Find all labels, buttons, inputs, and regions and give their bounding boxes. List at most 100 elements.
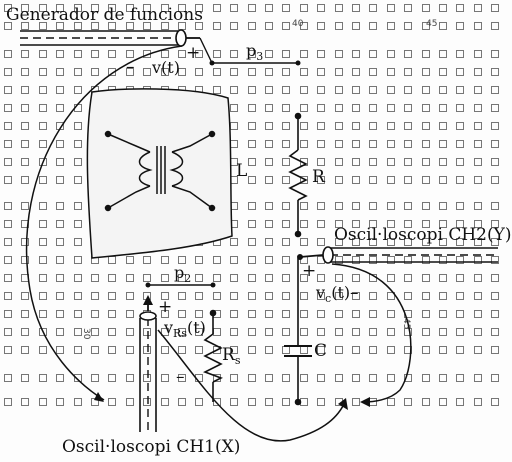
board-number-45-bottom: 45 xyxy=(401,318,411,329)
breadboard-hole xyxy=(248,220,256,228)
breadboard-hole xyxy=(474,158,482,166)
breadboard-hole xyxy=(352,86,360,94)
breadboard-hole xyxy=(108,346,116,354)
breadboard-hole xyxy=(21,310,29,318)
breadboard-hole xyxy=(265,104,273,112)
breadboard-hole xyxy=(265,176,273,184)
breadboard-hole xyxy=(456,346,464,354)
breadboard-hole xyxy=(248,328,256,336)
breadboard-hole xyxy=(369,86,377,94)
breadboard-hole xyxy=(387,374,395,382)
breadboard-hole xyxy=(491,158,499,166)
breadboard-hole xyxy=(456,86,464,94)
breadboard-hole xyxy=(126,310,134,318)
breadboard-hole xyxy=(39,140,47,148)
breadboard-hole xyxy=(282,158,290,166)
breadboard-hole xyxy=(74,86,82,94)
breadboard-hole xyxy=(352,256,360,264)
breadboard-hole xyxy=(213,68,221,76)
breadboard-hole xyxy=(248,50,256,58)
breadboard-hole xyxy=(143,22,151,30)
p2-label: p2 xyxy=(174,263,191,285)
breadboard-hole xyxy=(248,140,256,148)
breadboard-hole xyxy=(422,256,430,264)
breadboard-hole xyxy=(456,220,464,228)
jumper-p3 xyxy=(199,37,301,66)
breadboard-hole xyxy=(317,328,325,336)
breadboard-hole xyxy=(213,4,221,12)
breadboard-hole xyxy=(422,104,430,112)
breadboard-hole xyxy=(456,398,464,406)
breadboard-hole xyxy=(456,374,464,382)
breadboard-hole xyxy=(352,220,360,228)
breadboard-hole xyxy=(91,328,99,336)
breadboard-hole xyxy=(178,398,186,406)
breadboard-hole xyxy=(265,374,273,382)
breadboard-hole xyxy=(439,202,447,210)
breadboard-hole xyxy=(491,176,499,184)
breadboard-hole xyxy=(4,140,12,148)
breadboard-hole xyxy=(74,220,82,228)
breadboard-hole xyxy=(300,238,308,246)
breadboard-hole xyxy=(300,122,308,130)
breadboard-hole xyxy=(387,176,395,184)
breadboard-hole xyxy=(39,398,47,406)
breadboard-hole xyxy=(161,4,169,12)
breadboard-hole xyxy=(300,374,308,382)
plus-generator: + xyxy=(186,43,200,63)
breadboard-hole xyxy=(352,4,360,12)
breadboard-hole xyxy=(56,328,64,336)
breadboard-hole xyxy=(91,50,99,58)
breadboard-hole xyxy=(387,202,395,210)
breadboard-hole xyxy=(230,4,238,12)
breadboard-hole xyxy=(282,4,290,12)
breadboard-hole xyxy=(56,398,64,406)
breadboard-hole xyxy=(317,238,325,246)
breadboard-hole xyxy=(265,346,273,354)
breadboard-hole xyxy=(21,4,29,12)
breadboard-hole xyxy=(474,22,482,30)
breadboard-hole xyxy=(404,292,412,300)
breadboard-hole xyxy=(439,374,447,382)
breadboard-hole xyxy=(56,220,64,228)
resistor-R xyxy=(288,112,308,238)
breadboard-hole xyxy=(317,140,325,148)
breadboard-hole xyxy=(56,202,64,210)
breadboard-hole xyxy=(474,140,482,148)
breadboard-hole xyxy=(317,398,325,406)
arrow-head-icon xyxy=(338,398,348,410)
breadboard-hole xyxy=(248,22,256,30)
breadboard-hole xyxy=(317,310,325,318)
breadboard-hole xyxy=(56,68,64,76)
breadboard-hole xyxy=(439,22,447,30)
breadboard-hole xyxy=(335,104,343,112)
breadboard-hole xyxy=(230,310,238,318)
breadboard-hole xyxy=(230,22,238,30)
breadboard-hole xyxy=(4,68,12,76)
breadboard-hole xyxy=(4,86,12,94)
breadboard-hole xyxy=(143,346,151,354)
breadboard-hole xyxy=(265,4,273,12)
breadboard-hole xyxy=(161,310,169,318)
breadboard-hole xyxy=(108,310,116,318)
breadboard-hole xyxy=(265,140,273,148)
breadboard-hole xyxy=(404,176,412,184)
breadboard-hole xyxy=(21,328,29,336)
breadboard-hole xyxy=(474,202,482,210)
breadboard-hole xyxy=(4,122,12,130)
breadboard-hole xyxy=(195,328,203,336)
generator-coax-cable xyxy=(20,29,200,47)
breadboard-hole xyxy=(352,238,360,246)
breadboard-hole xyxy=(108,4,116,12)
breadboard-hole xyxy=(474,104,482,112)
breadboard-hole xyxy=(300,328,308,336)
plus-ch2: + xyxy=(302,261,316,281)
breadboard-hole xyxy=(387,4,395,12)
breadboard-hole xyxy=(178,274,186,282)
breadboard-hole xyxy=(317,158,325,166)
resistor-Rs-label: Rs xyxy=(222,345,241,367)
breadboard-hole xyxy=(352,398,360,406)
breadboard-hole xyxy=(282,122,290,130)
breadboard-hole xyxy=(335,158,343,166)
breadboard-hole xyxy=(335,256,343,264)
